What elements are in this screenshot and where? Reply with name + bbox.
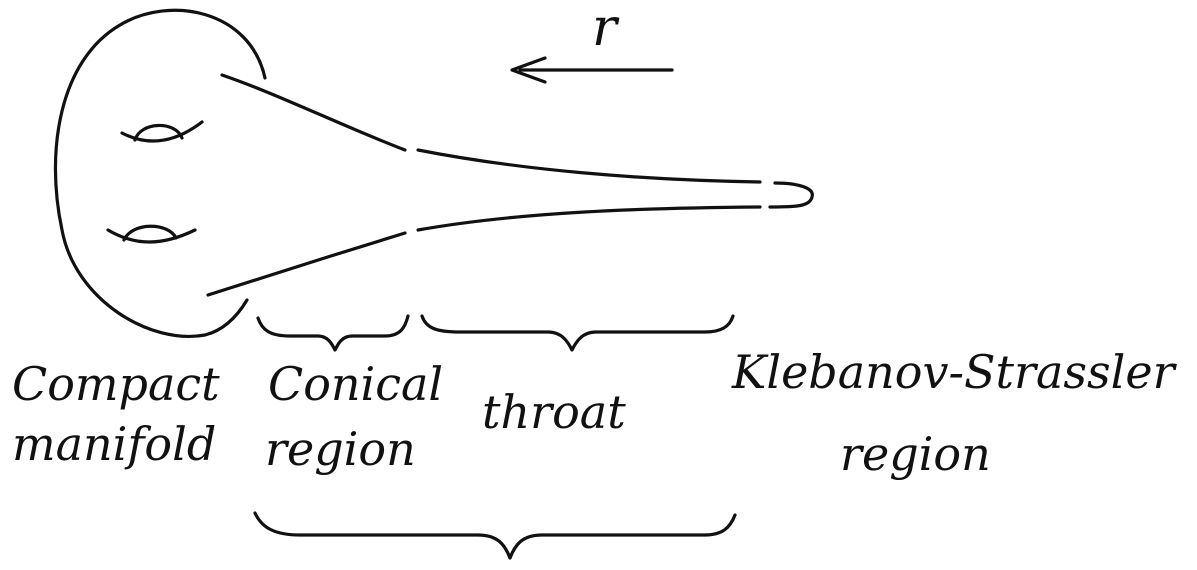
arrow-r-label: r xyxy=(592,4,617,52)
ks-tip xyxy=(770,183,812,207)
ks-region-label-line1: Klebanov-Strassler xyxy=(732,348,1175,396)
throat-lower-edge xyxy=(418,207,760,230)
ks-region-label-line2: region xyxy=(840,430,991,478)
conical-region-label-line2: region xyxy=(265,425,416,473)
conical-region-label-line1: Conical xyxy=(268,360,443,408)
compact-manifold-label-line1: Compact xyxy=(12,360,220,408)
compact-manifold-label-line2: manifold xyxy=(12,420,216,468)
cone-lower-edge xyxy=(208,233,405,295)
throat-upper-edge xyxy=(418,150,760,182)
throat-brace xyxy=(422,316,733,350)
conical-brace xyxy=(258,316,408,350)
cone-upper-edge xyxy=(222,75,405,150)
throat-label: throat xyxy=(482,388,626,436)
handle-lower-arc xyxy=(124,226,176,240)
bottom-brace xyxy=(255,513,735,558)
handle-lower xyxy=(108,230,195,242)
